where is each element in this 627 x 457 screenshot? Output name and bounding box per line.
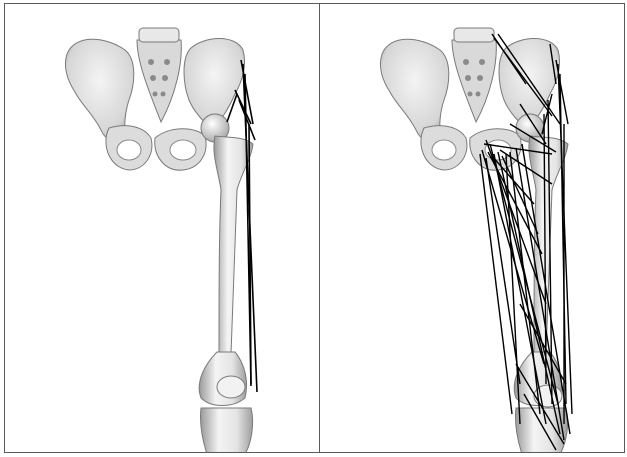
left-panel <box>4 3 320 453</box>
right-panel <box>319 3 625 453</box>
femur-bone <box>199 114 253 453</box>
left-skeleton-render <box>5 4 320 453</box>
right-skeleton-render <box>320 4 625 453</box>
